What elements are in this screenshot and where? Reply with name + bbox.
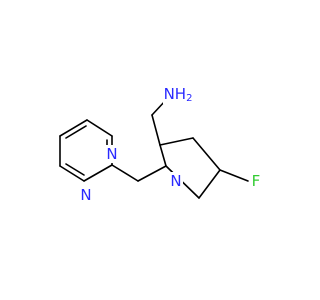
ring-n-label: N: [170, 172, 181, 190]
fluorine-label: F: [252, 172, 261, 190]
pyrimidine-n-bottom-background: [79, 186, 93, 204]
double-bond-pyr-c5-c6: [65, 125, 87, 139]
ring-n-label-background: [169, 172, 183, 190]
bond-ch2-ring-n: [137, 165, 167, 182]
bond-c2-c3: [159, 137, 194, 146]
bond-c3-c4: [192, 137, 221, 171]
bond-pyr-n1-c2: [59, 165, 85, 182]
bond-ring-n-c2: [159, 144, 167, 167]
amine-label-background: [163, 84, 193, 104]
pyrimidine-ring: [59, 119, 113, 182]
bond-c2-ch2: [151, 114, 161, 146]
bond-pyr-c5-c6: [59, 119, 88, 137]
pyrimidine-n-top-label: N: [106, 145, 117, 163]
bond-c4-c5: [198, 169, 221, 199]
bond-pyr-c2-n3: [83, 164, 113, 182]
fluorine-label-background: [249, 172, 263, 190]
pyrimidine-n-bottom-label: N: [80, 186, 91, 204]
bond-pyr-c4-ch2: [111, 164, 139, 182]
amine-n-label: NH2: [164, 85, 193, 104]
bond-c4-f: [219, 169, 249, 182]
bond-pyr-c4-c5: [86, 119, 113, 137]
atom-labels: NH2 N F N N: [79, 84, 263, 204]
molecule-structure-diagram: NH2 N F N N: [59, 84, 263, 204]
pyrimidine-n-top-background: [105, 145, 119, 163]
double-bond-pyr-n1-c2: [65, 163, 85, 176]
